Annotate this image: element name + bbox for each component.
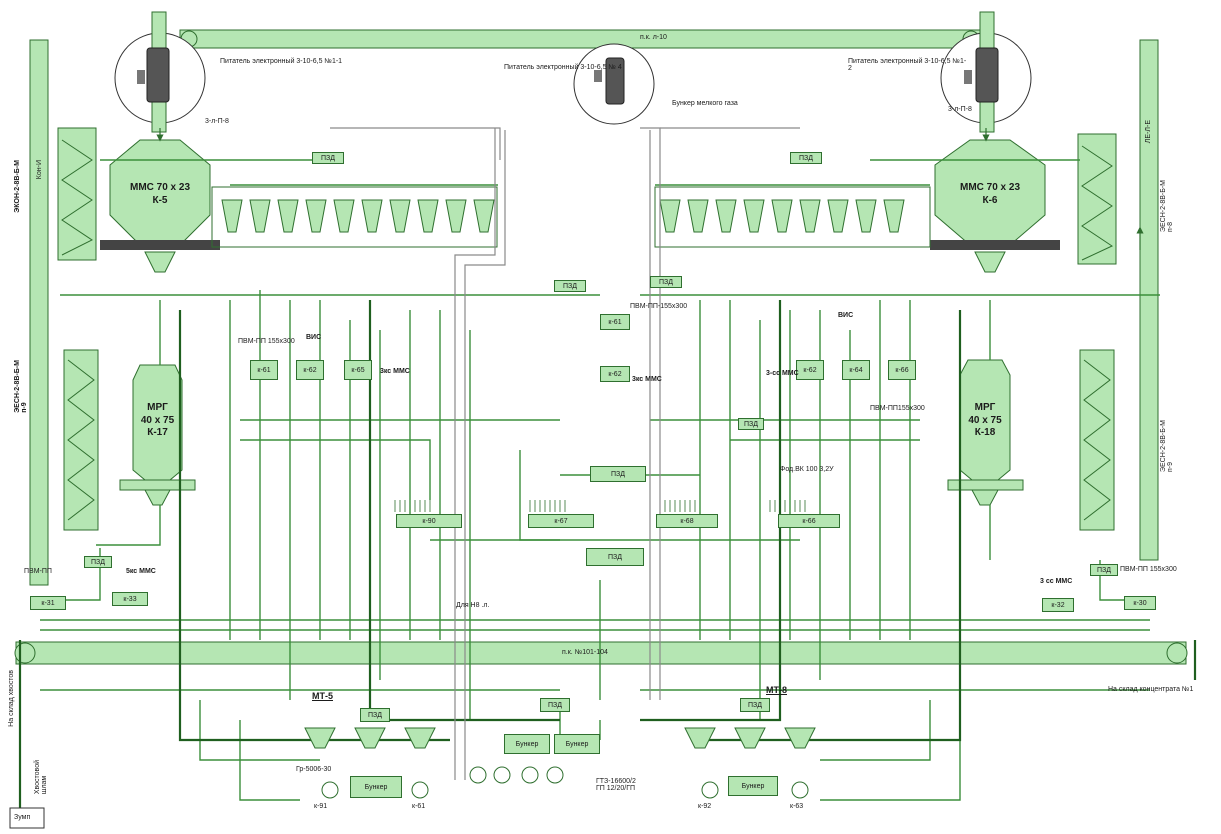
- gr-left-label: Гр-5006-30: [296, 766, 331, 773]
- box-k90: к-90: [396, 514, 462, 528]
- bunker-center-1: Бункер: [504, 734, 550, 754]
- box-k67: к-67: [528, 514, 594, 528]
- mt-left-label: МТ-5: [312, 692, 333, 701]
- pzd-center2: ПЗД: [586, 548, 644, 566]
- mis-left-label: ВИС: [306, 334, 321, 341]
- pzd-bottom-center: ПЗД: [540, 698, 570, 712]
- mms3-center-label: 3кс ММС: [632, 376, 662, 383]
- top-conveyor-label: п.к. л-10: [640, 34, 667, 41]
- flotation-bank-center: [395, 500, 805, 512]
- bunker-center-2: Бункер: [554, 734, 600, 754]
- feeder-right-label: Питатель электронный 3-10-6,5 №1-2: [848, 58, 968, 72]
- mis-right-label: ВИС: [838, 312, 853, 319]
- feeder-center: [574, 44, 654, 124]
- mill-mms-left-label: ММС 70 х 23 К-5: [112, 182, 208, 207]
- pzd-left-bottom: ПЗД: [84, 556, 112, 568]
- box-k62-right: к-62: [796, 360, 824, 380]
- hydrocyclone-bank-left: [212, 187, 497, 247]
- pump-left-label: к-91: [314, 803, 327, 810]
- box-k61-center: к-61: [600, 314, 630, 330]
- box-k30: к-30: [1124, 596, 1156, 610]
- outlet-right-label: На склад концентрата №1: [1108, 686, 1193, 693]
- hydrocyclone-bank-right: [655, 187, 930, 247]
- elevator-left-top: [58, 128, 96, 260]
- box-k62-left: к-62: [296, 360, 324, 380]
- pvm-bottom-left-label: ПВМ-ПП: [24, 568, 52, 575]
- mill-mms-right-label: ММС 70 х 23 К-6: [940, 182, 1040, 207]
- pzd-right-bottom: ПЗД: [1090, 564, 1118, 576]
- elevator-left-bottom: [64, 350, 98, 530]
- pvm-right-label: ПВМ-ПП155х300: [870, 405, 925, 412]
- pump-left2-label: к-61: [412, 803, 425, 810]
- left-column-label: Кон-И: [36, 160, 43, 179]
- left-vertical-conveyor: [30, 40, 48, 585]
- right-vertical-conveyor: [1140, 40, 1158, 560]
- mms-bottom-left-label: 5кс ММС: [126, 568, 156, 575]
- box-k33: к-33: [112, 592, 148, 606]
- pzd-center: ПЗД: [590, 466, 646, 482]
- box-k32: к-32: [1042, 598, 1074, 612]
- mt-right-label: МТ-8: [766, 686, 787, 695]
- elevator-right-bottom: [1080, 350, 1114, 530]
- pvm-center-label: ПВМ-ПП-155х300: [630, 303, 687, 310]
- box-k66-right: к-66: [888, 360, 916, 380]
- bottom-conveyor-label: п.к. №101-104: [562, 649, 608, 656]
- box-k64-right: к-64: [842, 360, 870, 380]
- elevator-right-bottom-label: ЭЕСН-2-8В-Б-М п-9: [1160, 420, 1174, 472]
- pzd-top-right: ПЗД: [790, 152, 822, 164]
- pump-right2-label: к-63: [790, 803, 803, 810]
- feeder-center-label: Питатель электронный 3-10-6,5 № 4: [504, 64, 622, 71]
- bunker-right: Бункер: [728, 776, 778, 796]
- mms-bottom-right-label: 3 сс ММС: [1040, 578, 1072, 585]
- right-column-label: ЛЕ-Л-Е: [1145, 120, 1152, 143]
- pzd-mt-left: ПЗД: [360, 708, 390, 722]
- pvm-left-label: ПВМ-ПП 155х300: [238, 338, 295, 345]
- pzd-mt-right: ПЗД: [740, 698, 770, 712]
- box-k62-center: к-62: [600, 366, 630, 382]
- pzd-right-mid: ПЗД: [738, 418, 764, 430]
- mill-mrg-left-label: МРГ 40 х 75 К-17: [133, 402, 182, 440]
- feeder-left-label: Питатель электронный 3-10-6,5 №1-1: [220, 58, 342, 65]
- mill-mrg-right-label: МРГ 40 х 75 К-18: [960, 402, 1010, 440]
- feeder-left-tag: 3-л-П-8: [205, 118, 229, 125]
- bunker-label: Бункер мелкого газа: [672, 100, 738, 107]
- pzd-mid-right: ПЗД: [650, 276, 682, 288]
- dmn-label: Для Н8 .л.: [456, 602, 489, 609]
- fsu-label: Фод.ВК 100 3,2У: [780, 466, 834, 473]
- box-k65-left: к-65: [344, 360, 372, 380]
- elevator-right-top: [1078, 134, 1116, 264]
- box-k66: к-66: [778, 514, 840, 528]
- elevator-right-top-label: ЭЕСН-2-8В-Б-М п-8: [1160, 180, 1174, 232]
- pvm-bottom-right-label: ПВМ-ПП 155х300: [1120, 566, 1177, 573]
- mms3-right-label: 3-сс ММС: [766, 370, 799, 377]
- bottom-left-tank-label: Зумп: [14, 814, 30, 821]
- feeder-right-tag: 3-л-П-8: [948, 106, 972, 113]
- pzd-top-left: ПЗД: [312, 152, 344, 164]
- pump-note-label: ГТЗ-16600/2 ГП 12/20/ГП: [596, 778, 636, 792]
- pump-right-label: к-92: [698, 803, 711, 810]
- mms3-left-label: 3кс ММС: [380, 368, 410, 375]
- pzd-mid-left: ПЗД: [554, 280, 586, 292]
- left-slime-label: Хвостовой шлам: [34, 760, 48, 794]
- mt-right-cells: [685, 728, 815, 748]
- elevator-left-bottom-label: ЭЕСН-2-8В-Б-М п-9: [14, 360, 28, 413]
- outlet-left-label: На склад хвостов: [8, 670, 15, 727]
- bunker-left: Бункер: [350, 776, 402, 798]
- mt-left-cells: [305, 728, 435, 748]
- box-k61-left: к-61: [250, 360, 278, 380]
- top-conveyor: [180, 30, 980, 48]
- elevator-left-top-label: ЭКОН-2-8В-Б-М: [14, 160, 21, 213]
- box-k31: к-31: [30, 596, 66, 610]
- box-k68: к-68: [656, 514, 718, 528]
